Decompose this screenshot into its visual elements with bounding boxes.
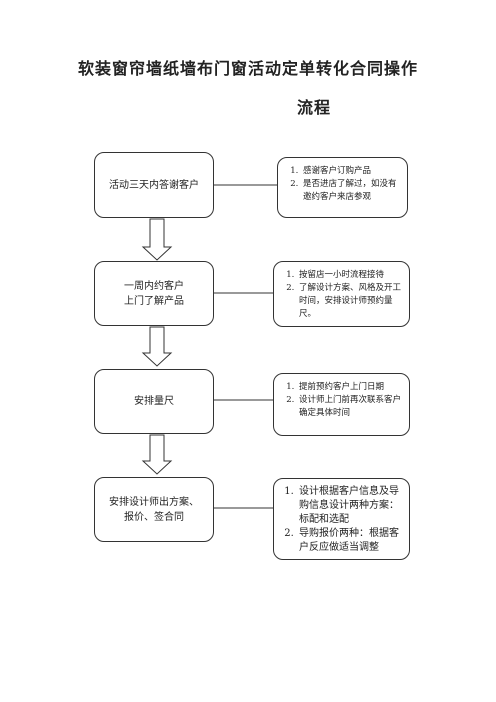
- page-title-continued: 流程: [297, 98, 332, 117]
- step-box-4: 安排设计师出方案、 报价、签合同: [94, 477, 214, 542]
- note-item: 按留店一小时流程接待: [297, 269, 403, 282]
- step-box-3: 安排量尺: [94, 369, 214, 434]
- note-list-1: 感谢客户订购产品 是否进店了解过，如没有邀约客户来店参观: [284, 165, 401, 204]
- step-label-2-line-2: 上门了解产品: [124, 295, 184, 307]
- note-item: 感谢客户订购产品: [301, 165, 401, 178]
- step-box-2: 一周内约客户 上门了解产品: [94, 261, 214, 326]
- step-label-1: 活动三天内答谢客户: [109, 179, 199, 191]
- note-box-3: 提前预约客户上门日期 设计师上门前再次联系客户确定具体时间: [273, 373, 410, 436]
- step-label-2-line-1: 一周内约客户: [124, 280, 184, 292]
- page-title: 软装窗帘墙纸墙布门窗活动定单转化合同操作: [77, 59, 418, 78]
- step-label-4-line-1: 安排设计师出方案、: [109, 496, 199, 508]
- note-item: 提前预约客户上门日期: [297, 381, 403, 394]
- step-box-1: 活动三天内答谢客户: [94, 152, 214, 218]
- note-box-4: 设计根据客户信息及导购信息设计两种方案：标配和选配 导购报价两种：根据客户反应做…: [273, 478, 410, 560]
- note-list-3: 提前预约客户上门日期 设计师上门前再次联系客户确定具体时间: [280, 381, 403, 420]
- note-box-2: 按留店一小时流程接待 了解设计方案、风格及开工时间，安排设计师预约量尺。: [273, 261, 410, 327]
- note-item: 是否进店了解过，如没有邀约客户来店参观: [301, 178, 401, 204]
- down-arrow-2: [141, 326, 173, 367]
- note-list-4: 设计根据客户信息及导购信息设计两种方案：标配和选配 导购报价两种：根据客户反应做…: [280, 485, 403, 555]
- step-label-4-line-2: 报价、签合同: [124, 511, 184, 523]
- note-item: 导购报价两种：根据客户反应做适当调整: [297, 527, 403, 555]
- note-list-2: 按留店一小时流程接待 了解设计方案、风格及开工时间，安排设计师预约量尺。: [280, 269, 403, 321]
- note-item: 设计师上门前再次联系客户确定具体时间: [297, 394, 403, 420]
- down-arrow-3: [141, 434, 173, 475]
- step-label-3: 安排量尺: [134, 396, 174, 407]
- note-item: 设计根据客户信息及导购信息设计两种方案：标配和选配: [297, 485, 403, 527]
- note-item: 了解设计方案、风格及开工时间，安排设计师预约量尺。: [297, 282, 403, 321]
- note-box-1: 感谢客户订购产品 是否进店了解过，如没有邀约客户来店参观: [277, 157, 408, 218]
- down-arrow-1: [141, 218, 173, 261]
